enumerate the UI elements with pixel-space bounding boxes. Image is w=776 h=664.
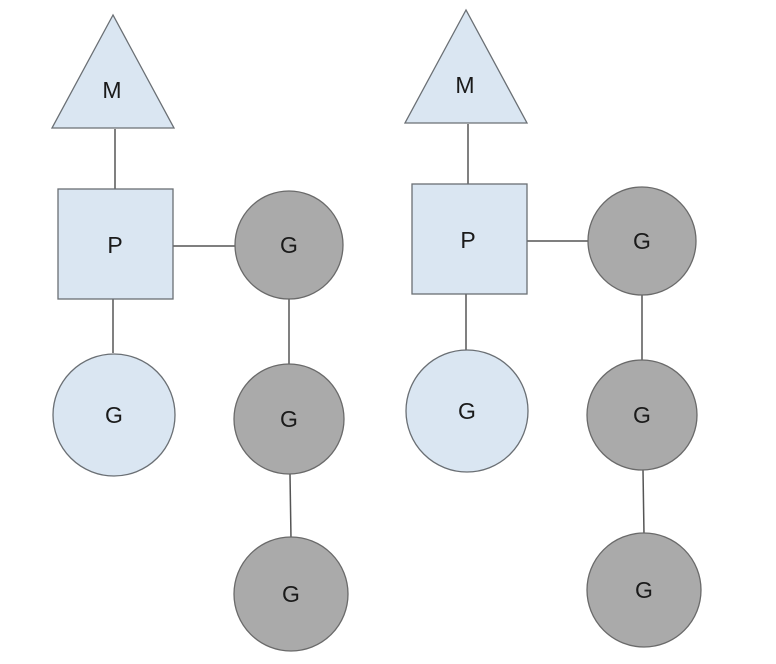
- g-queue-label-3-left: G: [282, 581, 300, 607]
- g-queue-node-1-left: G: [234, 190, 344, 300]
- m-label-left: M: [102, 77, 121, 103]
- m-label-right: M: [455, 72, 474, 98]
- g-queue-node-3-left: G: [233, 536, 349, 652]
- g-queue-label-3-right: G: [635, 577, 653, 603]
- g-running-label-right: G: [458, 398, 476, 424]
- p-label-right: P: [460, 227, 475, 253]
- m-machine-node-right: M: [403, 8, 529, 124]
- p-processor-node-left: P: [57, 188, 174, 300]
- g-queue-node-3-right: G: [586, 532, 702, 648]
- p-label-left: P: [107, 232, 122, 258]
- g-running-node-right: G: [405, 349, 529, 473]
- g-queue-label-1-right: G: [633, 228, 651, 254]
- g-running-label-left: G: [105, 402, 123, 428]
- m-machine-node-left: M: [50, 13, 176, 129]
- diagram-right: M P G G G G: [403, 8, 702, 648]
- g-running-node-left: G: [52, 353, 176, 477]
- g-queue-node-2-left: G: [233, 363, 345, 475]
- g-queue-label-2-left: G: [280, 406, 298, 432]
- diagram-left: M P G G G G: [50, 13, 349, 652]
- edge-g-queue-2-3-left: [289, 473, 292, 540]
- edge-g-queue-2-3-right: [642, 469, 645, 536]
- g-queue-node-2-right: G: [586, 359, 698, 471]
- p-processor-node-right: P: [411, 183, 528, 295]
- g-queue-node-1-right: G: [587, 186, 697, 296]
- g-queue-label-1-left: G: [280, 232, 298, 258]
- g-queue-label-2-right: G: [633, 402, 651, 428]
